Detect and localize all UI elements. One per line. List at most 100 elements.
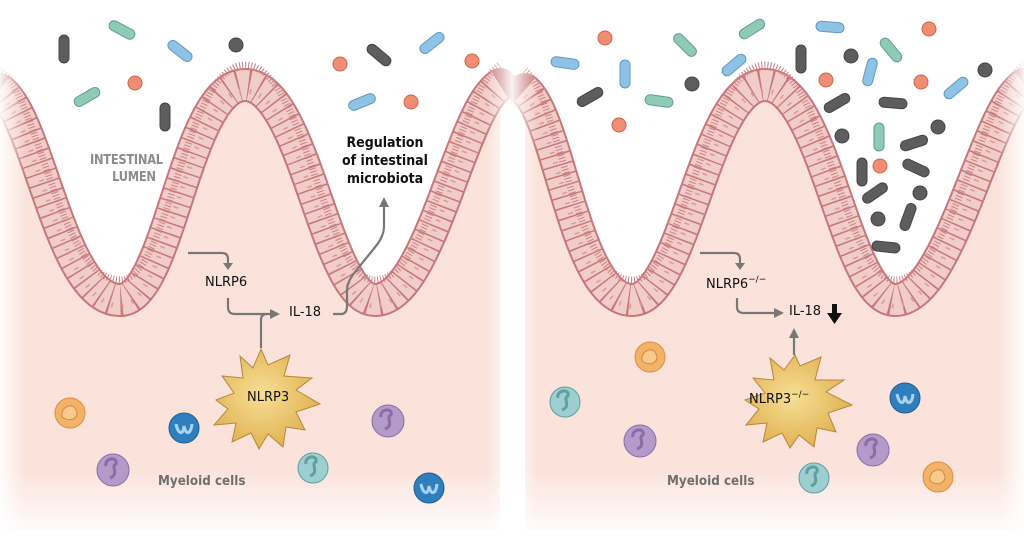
arrowhead xyxy=(735,263,745,270)
bacterium-coccus xyxy=(403,94,419,110)
myeloid-cell-orange xyxy=(634,341,666,373)
myeloid-cell-orange xyxy=(922,461,954,493)
myeloid-cells-label-left: Myeloid cells xyxy=(158,474,245,489)
nlrp3-text: NLRP3 xyxy=(247,390,290,405)
bacterium-rod xyxy=(167,39,193,63)
bacterium-coccus xyxy=(843,48,859,64)
pathway-arrows-right xyxy=(700,251,799,355)
bacteria-right xyxy=(550,18,993,254)
bacterium-coccus xyxy=(977,62,993,78)
arrowhead xyxy=(379,197,389,207)
myeloid-cell-teal xyxy=(798,462,830,494)
myeloid-cell-purple xyxy=(856,433,890,467)
nlrp6-text: NLRP6 xyxy=(205,275,248,290)
nlrp3-ko-label: NLRP3−/− xyxy=(749,390,809,407)
nlrp3-ko-cell-shape xyxy=(743,354,854,449)
nlrp3-cell-right xyxy=(743,354,854,449)
bacterium-rod xyxy=(550,56,580,70)
il18-ko-label: IL-18 xyxy=(789,304,821,319)
myeloid-cell-purple xyxy=(96,453,130,487)
il18-text: IL-18 xyxy=(289,305,322,320)
arrowhead xyxy=(223,263,233,270)
bacterium-rod xyxy=(878,96,908,110)
bacterium-coccus xyxy=(127,75,143,91)
myeloid-cell-blue xyxy=(889,382,921,414)
arrow-il18-to-microbiota xyxy=(333,205,386,316)
bacterium-rod xyxy=(73,87,101,107)
lumen-label-line2: LUMEN xyxy=(112,170,156,185)
il18-ko-text: IL-18 xyxy=(789,304,822,319)
nlrp3-cell-shape xyxy=(212,347,322,451)
bacterium-rod xyxy=(899,203,917,231)
bottom-fade xyxy=(0,60,1024,542)
bacterium-rod xyxy=(902,158,930,178)
bacterium-rod xyxy=(348,93,376,111)
bacterium-coccus xyxy=(912,185,928,201)
bacterium-coccus xyxy=(872,158,888,174)
microbiota-regulation-label: Regulation of intestinal microbiota xyxy=(336,134,435,188)
pathway-arrows-left xyxy=(188,197,389,348)
bacterium-rod xyxy=(738,18,766,40)
bacterium-rod xyxy=(58,34,70,64)
intestinal-lumen-label: INTESTINAL LUMEN xyxy=(90,152,163,186)
lumen-label-line1: INTESTINAL xyxy=(90,153,163,168)
myeloid-cells-right xyxy=(549,341,954,494)
bacterium-coccus xyxy=(930,119,946,135)
bacterium-rod xyxy=(673,33,697,57)
arrow-nlrp6-ko-to-il18 xyxy=(735,298,776,315)
myeloid-cell-teal xyxy=(549,386,581,418)
bacterium-coccus xyxy=(870,211,886,227)
nlrp3-label: NLRP3 xyxy=(247,390,289,405)
bacterium-rod xyxy=(576,86,604,107)
nlrp3-cell-left xyxy=(212,347,322,451)
arrow-epithelium-to-nlrp6-ko xyxy=(700,251,742,265)
down-arrow-icon xyxy=(827,304,842,324)
myeloid-ko-text: Myeloid cells xyxy=(667,474,755,489)
bacterium-rod xyxy=(862,57,878,87)
bacterium-rod xyxy=(721,53,747,77)
arrow-nlrp6-to-il18 xyxy=(226,298,272,316)
arrow-nlrp3-to-il18 xyxy=(259,312,268,348)
bacterium-rod xyxy=(366,43,392,67)
bacterium-rod xyxy=(815,20,845,34)
bacterium-coccus xyxy=(464,53,480,69)
arrowhead xyxy=(270,309,280,319)
nlrp3-ko-text: NLRP3 xyxy=(749,392,792,407)
bacterium-rod xyxy=(795,44,807,74)
bacterium-rod xyxy=(644,94,674,108)
nlrp6-ko-text: NLRP6 xyxy=(706,277,749,292)
bacterium-coccus xyxy=(921,21,937,37)
myeloid-cell-teal xyxy=(297,452,329,484)
nlrp6-ko-label: NLRP6−/− xyxy=(706,275,766,292)
bacterium-coccus xyxy=(228,37,244,53)
nlrp6-label: NLRP6 xyxy=(205,275,247,290)
myeloid-cell-orange xyxy=(54,397,86,429)
bacterium-rod xyxy=(943,76,969,100)
bacterium-rod xyxy=(419,31,445,55)
bacterium-rod xyxy=(879,37,903,63)
myeloid-cell-purple xyxy=(371,404,405,438)
arrow-epithelium-to-nlrp6 xyxy=(188,251,230,265)
bacterium-rod xyxy=(899,134,929,152)
bacterium-rod xyxy=(873,122,885,152)
outcome-line2: of intestinal xyxy=(341,153,429,169)
nlrp6-ko-superscript: −/− xyxy=(748,275,767,285)
outcome-line3: microbiota xyxy=(346,171,424,187)
bacterium-coccus xyxy=(834,128,850,144)
bacterium-coccus xyxy=(913,74,929,90)
myeloid-cells-left xyxy=(54,397,445,504)
myeloid-cell-blue xyxy=(413,472,445,504)
bacterium-coccus xyxy=(818,72,834,88)
outcome-line1: Regulation xyxy=(346,135,424,151)
bacterium-rod xyxy=(856,157,868,187)
bacterium-rod xyxy=(159,102,171,132)
myeloid-cell-purple xyxy=(623,424,657,458)
myeloid-text: Myeloid cells xyxy=(158,474,246,489)
arrowhead xyxy=(789,328,799,338)
bacteria-left xyxy=(58,20,480,132)
bacterium-rod xyxy=(619,59,631,89)
bacterium-coccus xyxy=(684,76,700,92)
bacterium-coccus xyxy=(611,117,627,133)
myeloid-cell-blue xyxy=(168,412,200,444)
